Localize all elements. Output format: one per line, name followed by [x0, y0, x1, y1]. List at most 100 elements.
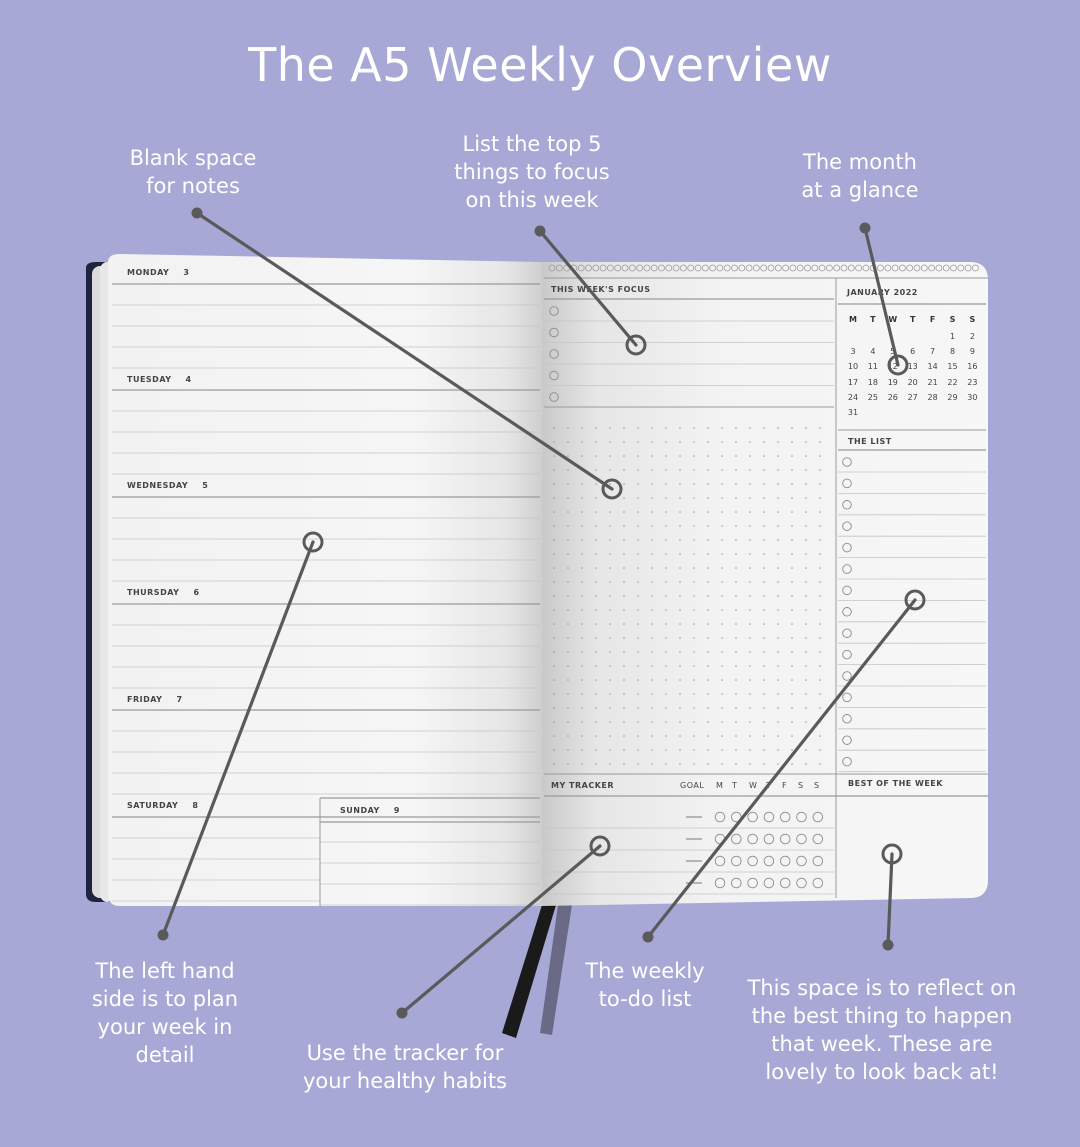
- grid-dot: [805, 581, 807, 583]
- binding-dot: [738, 264, 746, 272]
- grid-dot: [609, 609, 611, 611]
- grid-dot: [651, 651, 653, 653]
- grid-dot: [553, 469, 555, 471]
- list-checkbox: [842, 500, 852, 510]
- grid-dot: [581, 721, 583, 723]
- grid-dot: [805, 707, 807, 709]
- grid-dot: [567, 679, 569, 681]
- grid-dot: [749, 511, 751, 513]
- grid-dot: [609, 553, 611, 555]
- grid-dot: [819, 735, 821, 737]
- grid-dot: [581, 707, 583, 709]
- page-title: The A5 Weekly Overview: [248, 38, 832, 92]
- grid-dot: [819, 637, 821, 639]
- grid-dot: [665, 749, 667, 751]
- grid-dot: [679, 469, 681, 471]
- grid-dot: [721, 749, 723, 751]
- grid-dot: [763, 455, 765, 457]
- grid-dot: [791, 679, 793, 681]
- grid-dot: [553, 567, 555, 569]
- grid-dot: [665, 539, 667, 541]
- callout-month: The month at a glance: [801, 150, 919, 202]
- grid-dot: [679, 553, 681, 555]
- calendar-day: 30: [967, 392, 978, 402]
- grid-dot: [581, 735, 583, 737]
- grid-dot: [581, 609, 583, 611]
- grid-dot: [805, 721, 807, 723]
- grid-dot: [665, 707, 667, 709]
- grid-dot: [791, 609, 793, 611]
- grid-dot: [595, 609, 597, 611]
- grid-dot: [721, 483, 723, 485]
- calendar-day: 25: [867, 392, 878, 402]
- grid-dot: [595, 693, 597, 695]
- calendar-day: 28: [927, 392, 938, 402]
- binding-dot: [767, 264, 775, 272]
- grid-dot: [707, 427, 709, 429]
- binding-dot: [847, 264, 855, 272]
- grid-dot: [819, 441, 821, 443]
- grid-dot: [805, 749, 807, 751]
- grid-dot: [553, 539, 555, 541]
- grid-dot: [721, 595, 723, 597]
- list-checkbox: [842, 521, 852, 531]
- grid-dot: [735, 469, 737, 471]
- grid-dot: [665, 553, 667, 555]
- grid-dot: [623, 497, 625, 499]
- grid-dot: [609, 637, 611, 639]
- calendar-day: 14: [927, 362, 938, 372]
- calendar-day: 4: [870, 347, 876, 357]
- grid-dot: [609, 595, 611, 597]
- binding-dot: [957, 264, 965, 272]
- grid-dot: [805, 567, 807, 569]
- binding-dot: [796, 264, 804, 272]
- grid-dot: [707, 553, 709, 555]
- grid-dot: [637, 679, 639, 681]
- callout-left-side: The left hand side is to plan your week …: [91, 959, 239, 1067]
- grid-dot: [721, 441, 723, 443]
- grid-dot: [665, 497, 667, 499]
- grid-dot: [637, 735, 639, 737]
- grid-dot: [707, 441, 709, 443]
- grid-dot: [777, 735, 779, 737]
- grid-dot: [609, 469, 611, 471]
- binding-dot: [650, 264, 658, 272]
- grid-dot: [721, 763, 723, 765]
- grid-dot: [651, 595, 653, 597]
- grid-dot: [749, 525, 751, 527]
- grid-dot: [749, 427, 751, 429]
- calendar-day: 13: [907, 362, 918, 372]
- grid-dot: [581, 693, 583, 695]
- grid-dot: [595, 721, 597, 723]
- binding-dot: [833, 264, 841, 272]
- grid-dot: [707, 665, 709, 667]
- grid-dot: [651, 721, 653, 723]
- grid-dot: [567, 623, 569, 625]
- grid-dot: [637, 623, 639, 625]
- grid-dot: [651, 693, 653, 695]
- grid-dot: [693, 749, 695, 751]
- grid-dot: [665, 637, 667, 639]
- grid-dot: [805, 469, 807, 471]
- grid-dot: [637, 483, 639, 485]
- grid-dot: [651, 567, 653, 569]
- list-checkbox: [842, 585, 852, 596]
- grid-dot: [567, 595, 569, 597]
- grid-dot: [679, 707, 681, 709]
- grid-dot: [553, 581, 555, 583]
- grid-dot: [693, 763, 695, 765]
- grid-dot: [651, 469, 653, 471]
- calendar-day: 5: [890, 347, 896, 357]
- grid-dot: [721, 707, 723, 709]
- grid-dot: [567, 455, 569, 457]
- calendar-day: 26: [887, 392, 898, 402]
- grid-dot: [679, 511, 681, 513]
- grid-dot: [707, 511, 709, 513]
- grid-dot: [609, 665, 611, 667]
- grid-dot: [721, 469, 723, 471]
- grid-dot: [693, 665, 695, 667]
- grid-dot: [693, 637, 695, 639]
- grid-dot: [721, 623, 723, 625]
- grid-dot: [763, 469, 765, 471]
- binding-dot: [672, 264, 680, 272]
